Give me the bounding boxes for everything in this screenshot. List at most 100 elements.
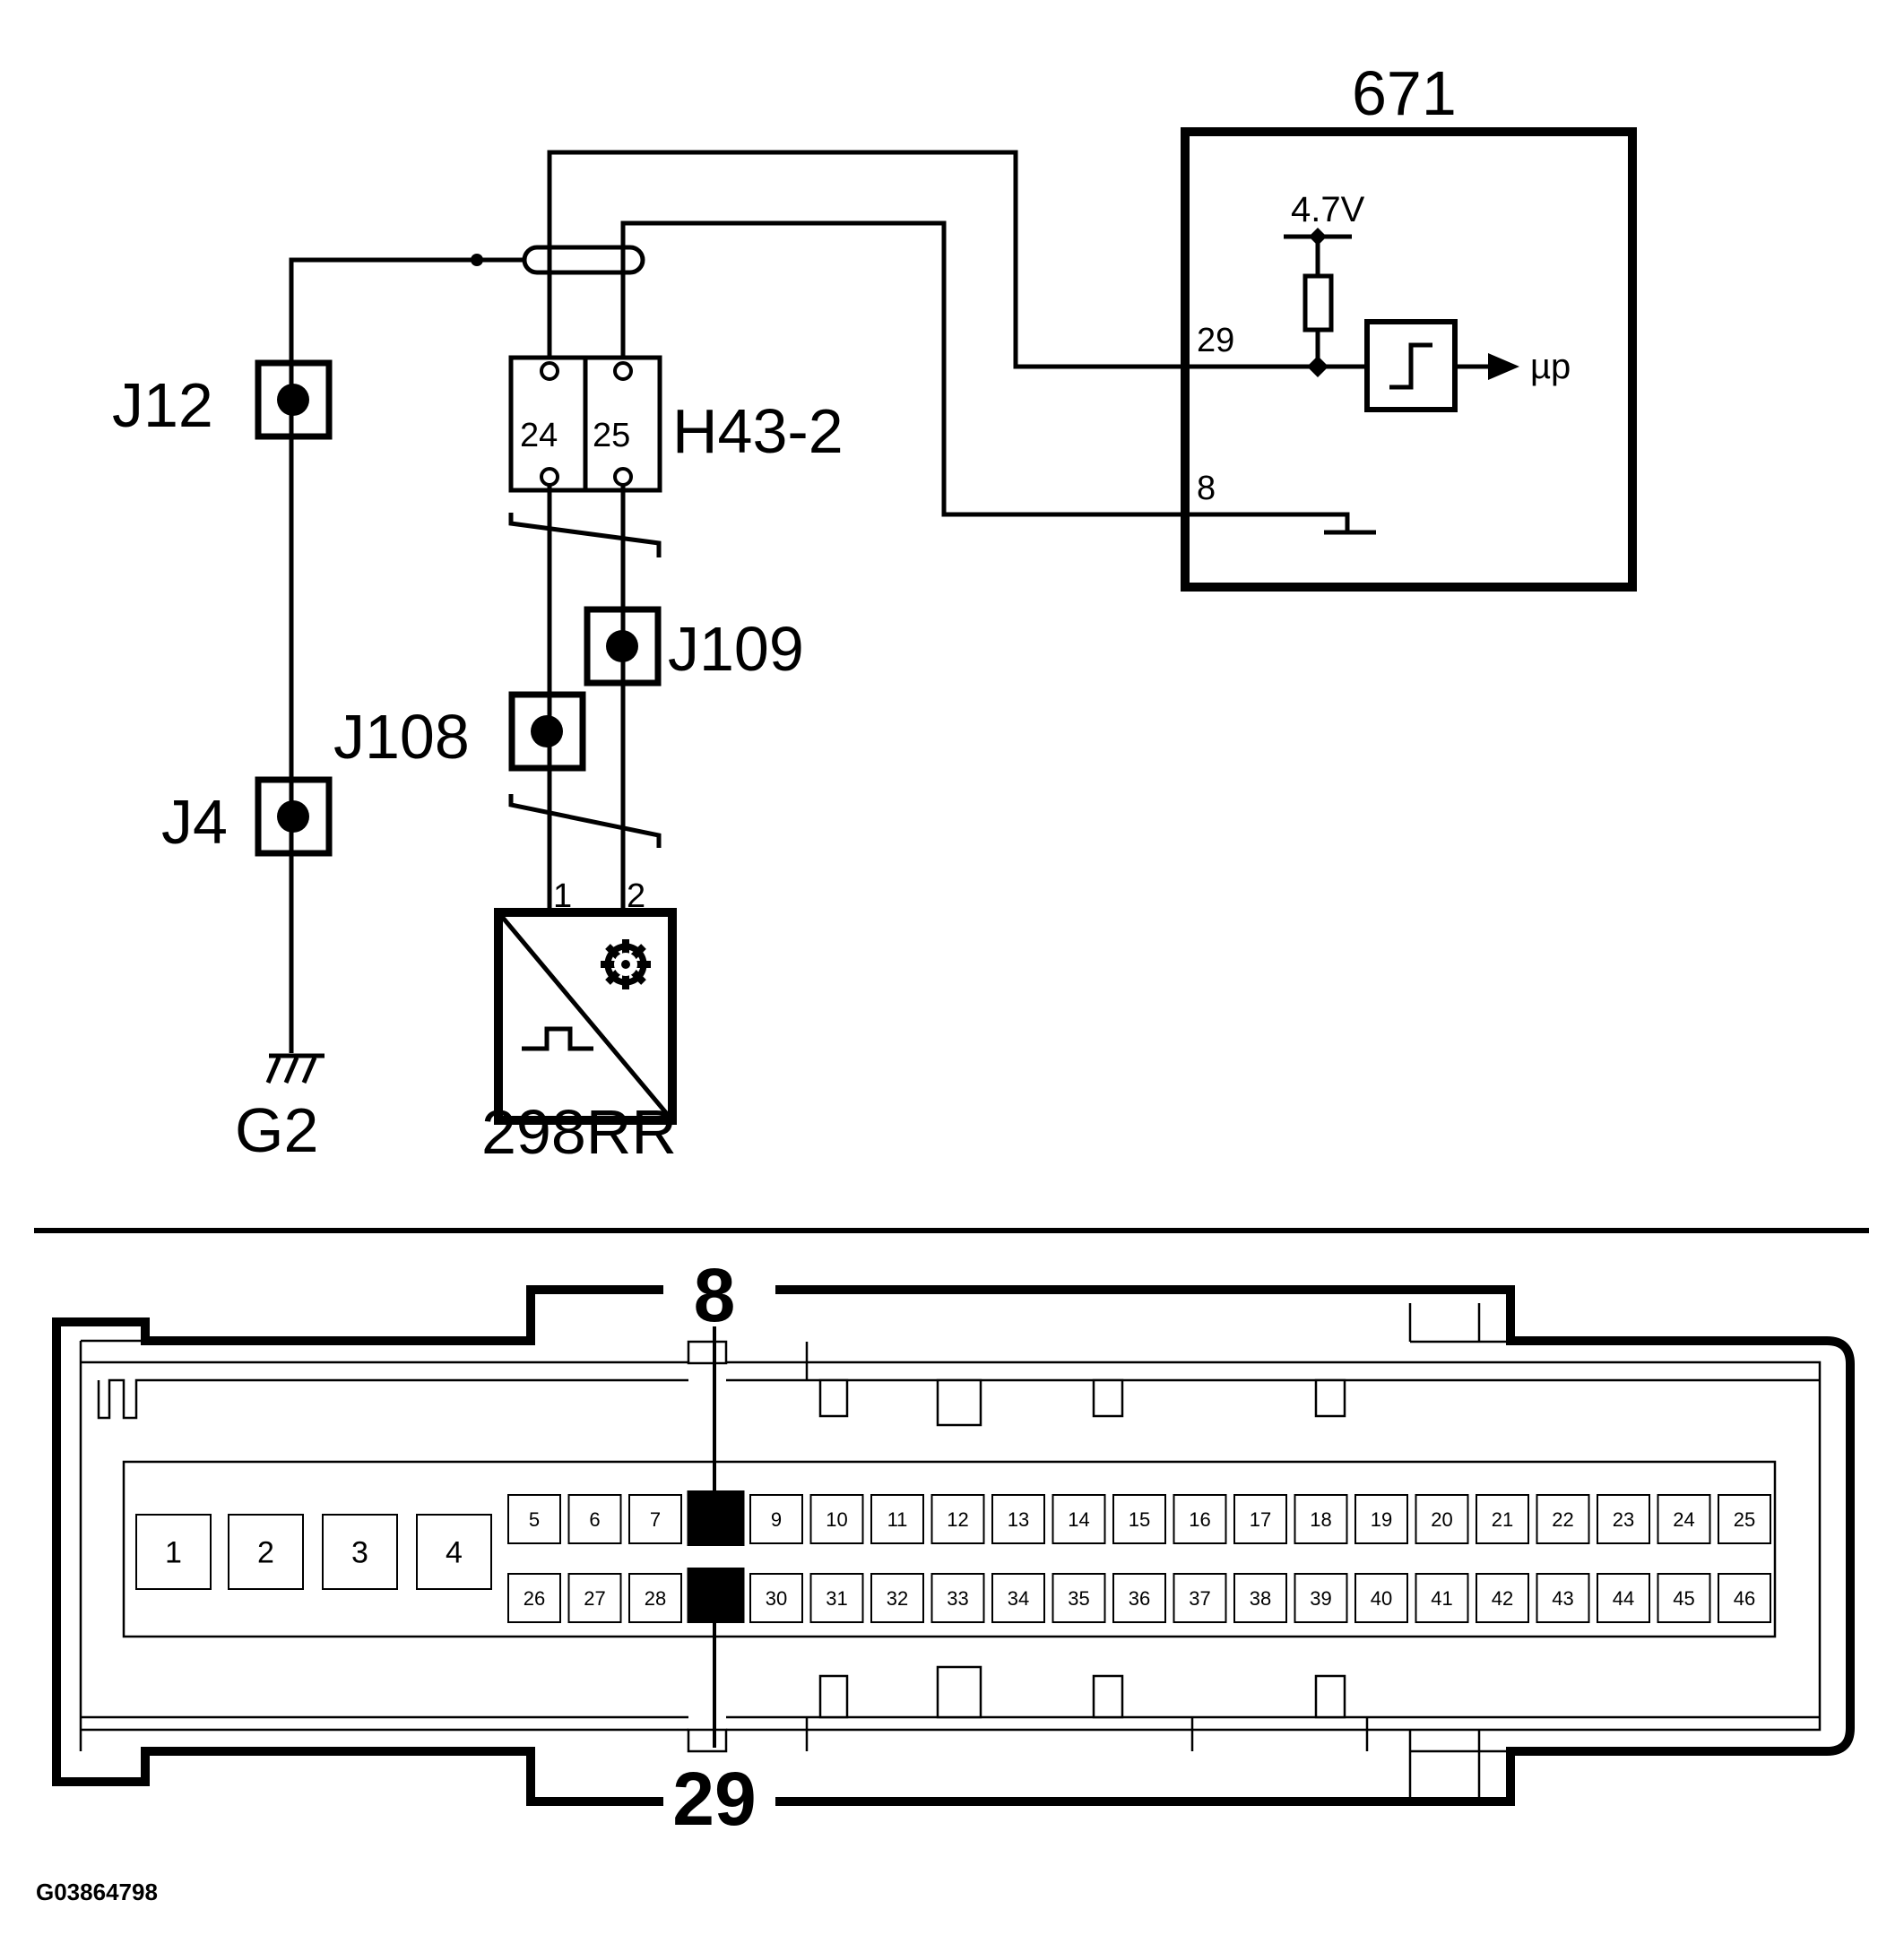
pin-label: 18 xyxy=(1310,1508,1331,1531)
pin-label: 20 xyxy=(1431,1508,1452,1531)
splice-j12 xyxy=(255,359,333,440)
pin-label: 41 xyxy=(1431,1587,1452,1610)
connector-h43-2: 24 25 xyxy=(508,355,662,493)
pin-16: 16 xyxy=(1173,1494,1227,1544)
pin-label: 19 xyxy=(1371,1508,1392,1531)
connector-face-view xyxy=(52,1285,1855,1806)
pin-label: 31 xyxy=(826,1587,847,1610)
module-output: µp xyxy=(1530,347,1571,386)
connector-label: H43-2 xyxy=(672,396,844,466)
pin-label: 32 xyxy=(887,1587,908,1610)
pin-43: 43 xyxy=(1536,1573,1590,1623)
pin-12: 12 xyxy=(930,1494,985,1544)
pin-label: 9 xyxy=(771,1508,782,1531)
sensor-pin-1: 1 xyxy=(553,877,572,915)
pin-20: 20 xyxy=(1415,1494,1469,1544)
figure-id: G03864798 xyxy=(36,1879,158,1905)
pin-label: 26 xyxy=(524,1587,545,1610)
pin-label: 12 xyxy=(947,1508,968,1531)
schematic: 24 25 H43-2 J12 J4 J108 J109 xyxy=(112,58,1637,1167)
pullup-resistor-icon xyxy=(1303,273,1334,333)
pin-8 xyxy=(687,1490,745,1546)
pin-label: 24 xyxy=(1673,1508,1694,1531)
pin-label: 43 xyxy=(1552,1587,1573,1610)
pin-label: 14 xyxy=(1068,1508,1089,1531)
pin-label: 46 xyxy=(1734,1587,1755,1610)
pin-label: 13 xyxy=(1008,1508,1029,1531)
node-dot-top xyxy=(1309,228,1327,246)
sensor-pin-2: 2 xyxy=(627,877,645,915)
splice-j109-label: J109 xyxy=(668,614,804,684)
pin-26: 26 xyxy=(507,1573,561,1623)
twist-mark-upper xyxy=(508,513,662,557)
pin-27: 27 xyxy=(567,1573,622,1623)
pin-42: 42 xyxy=(1476,1573,1529,1623)
pin-block xyxy=(122,1460,1777,1638)
pin-label: 45 xyxy=(1673,1587,1694,1610)
pin-18: 18 xyxy=(1294,1494,1348,1544)
pin-11: 11 xyxy=(870,1494,924,1544)
pin-21: 21 xyxy=(1476,1494,1529,1544)
pin-label: 25 xyxy=(1734,1508,1755,1531)
pin-2: 2 xyxy=(228,1514,304,1590)
twist-mark-lower xyxy=(508,794,662,848)
splice-j4 xyxy=(255,776,333,857)
pin-label: 4 xyxy=(446,1536,463,1570)
pin-15: 15 xyxy=(1112,1494,1166,1544)
pin-label: 6 xyxy=(589,1508,600,1531)
pin-46: 46 xyxy=(1718,1573,1771,1623)
pin-37: 37 xyxy=(1173,1573,1227,1623)
pin-label: 33 xyxy=(947,1587,968,1610)
gear-icon xyxy=(601,939,651,989)
pulse-icon xyxy=(522,1026,593,1051)
splice-j4-label: J4 xyxy=(161,787,228,857)
pin-10: 10 xyxy=(809,1494,864,1544)
pin-label: 11 xyxy=(887,1508,908,1531)
pin-31: 31 xyxy=(809,1573,864,1623)
pin-45: 45 xyxy=(1657,1573,1711,1623)
pin-label: 2 xyxy=(257,1536,274,1570)
shield-ellipse xyxy=(522,245,645,275)
module-voltage: 4.7V xyxy=(1291,190,1365,229)
pin-label: 35 xyxy=(1068,1587,1089,1610)
pin-23: 23 xyxy=(1597,1494,1650,1544)
control-module xyxy=(1181,127,1637,592)
node-dot-mid xyxy=(1307,356,1328,377)
pin-14: 14 xyxy=(1052,1494,1106,1544)
pin-5: 5 xyxy=(507,1494,561,1544)
pin-label: 5 xyxy=(529,1508,540,1531)
pin-1: 1 xyxy=(135,1514,212,1590)
pin-label: 34 xyxy=(1008,1587,1029,1610)
pin-32: 32 xyxy=(870,1573,924,1623)
pin-label: 16 xyxy=(1189,1508,1210,1531)
internal-ground-icon xyxy=(1185,512,1350,532)
pin-label: 10 xyxy=(826,1508,847,1531)
ground-wire xyxy=(289,257,477,1053)
ground-symbol xyxy=(265,1053,325,1084)
pin-label: 1 xyxy=(165,1536,182,1570)
splice-j108 xyxy=(508,691,586,772)
pin-36: 36 xyxy=(1112,1573,1166,1623)
pin-label: 44 xyxy=(1613,1587,1634,1610)
callout-label-bottom: 29 xyxy=(672,1757,756,1841)
pin-39: 39 xyxy=(1294,1573,1348,1623)
pin-label: 40 xyxy=(1371,1587,1392,1610)
pin-label: 7 xyxy=(650,1508,661,1531)
wire-pin8 xyxy=(620,220,1185,517)
pin-label: 27 xyxy=(584,1587,605,1610)
pin-13: 13 xyxy=(991,1494,1045,1544)
pin-30: 30 xyxy=(749,1573,803,1623)
pin-label: 36 xyxy=(1129,1587,1150,1610)
ground-label: G2 xyxy=(235,1095,318,1165)
pin-label: 21 xyxy=(1492,1508,1513,1531)
pin-24: 24 xyxy=(1657,1494,1711,1544)
pin-28: 28 xyxy=(628,1573,682,1623)
pin-4: 4 xyxy=(416,1514,492,1590)
pin-label: 38 xyxy=(1250,1587,1271,1610)
pin-label: 30 xyxy=(766,1587,787,1610)
wheel-speed-sensor xyxy=(494,908,677,1125)
pin-label: 17 xyxy=(1250,1508,1271,1531)
module-pin-b: 8 xyxy=(1197,470,1216,507)
